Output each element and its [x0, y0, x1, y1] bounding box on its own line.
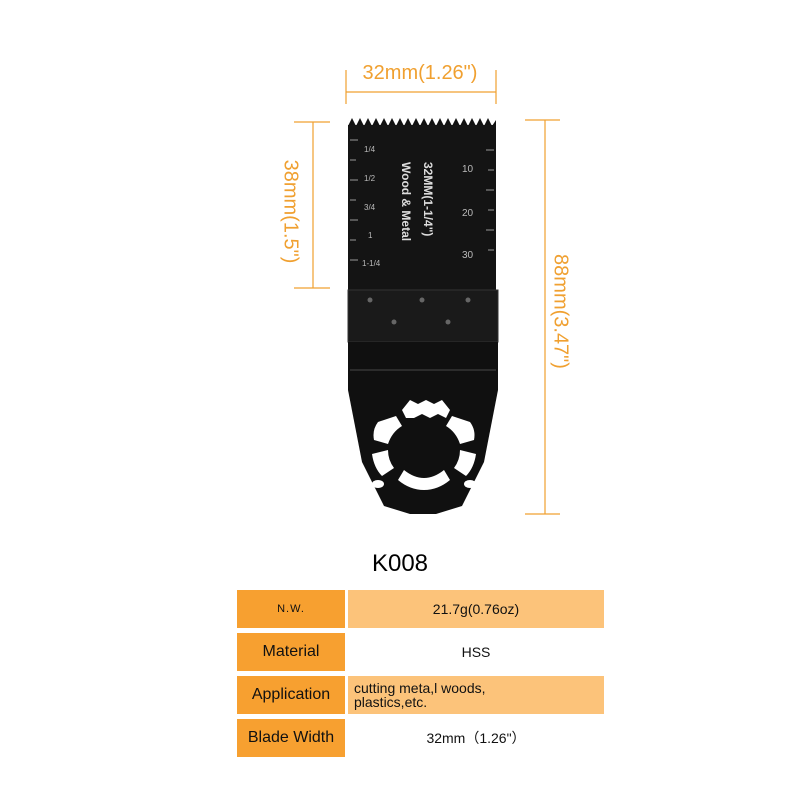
blade-material-text: Wood & Metal — [399, 162, 413, 241]
inch-mark: 1-1/4 — [362, 259, 381, 268]
mm-mark: 30 — [462, 250, 474, 261]
width-dimension-label: 32mm(1.26") — [362, 62, 478, 84]
mm-mark: 20 — [462, 208, 474, 219]
spec-value: 21.7g(0.76oz) — [348, 590, 604, 628]
spec-value-line: plastics,etc. — [354, 694, 428, 710]
model-number: K008 — [371, 550, 429, 577]
blade: 1/4 1/2 3/4 1 1-1/4 10 20 30 32MM(1-1/4"… — [347, 118, 499, 514]
dimension-lines — [294, 70, 560, 515]
inch-mark: 1 — [368, 231, 373, 240]
spec-table: N.W. 21.7g(0.76oz) Material HSS Applicat… — [237, 585, 604, 762]
spec-row-weight: N.W. 21.7g(0.76oz) — [237, 590, 604, 628]
spec-value-line: cutting meta,l woods, — [354, 680, 486, 696]
spec-value: HSS — [348, 633, 604, 671]
spec-label: Material — [237, 633, 345, 671]
spec-value: cutting meta,l woods,plastics,etc. — [348, 676, 604, 714]
spec-row-material: Material HSS — [237, 633, 604, 671]
inch-scale: 1/4 1/2 3/4 1 1-1/4 — [362, 145, 381, 268]
spec-value: 32mm（1.26"） — [348, 719, 604, 757]
spec-label: Application — [237, 676, 345, 714]
spec-row-blade-width: Blade Width 32mm（1.26"） — [237, 719, 604, 757]
spec-label: Blade Width — [237, 719, 345, 757]
inch-mark: 3/4 — [364, 203, 376, 212]
blade-illustration: 1/4 1/2 3/4 1 1-1/4 10 20 30 32MM(1-1/4"… — [294, 70, 560, 515]
inch-mark: 1/4 — [364, 145, 376, 154]
spec-label: N.W. — [237, 590, 345, 628]
mm-mark: 10 — [462, 164, 474, 175]
mm-scale: 10 20 30 — [462, 164, 474, 261]
inch-mark: 1/2 — [364, 174, 376, 183]
spec-row-application: Application cutting meta,l woods,plastic… — [237, 676, 604, 714]
blade-size-text: 32MM(1-1/4") — [421, 162, 435, 236]
